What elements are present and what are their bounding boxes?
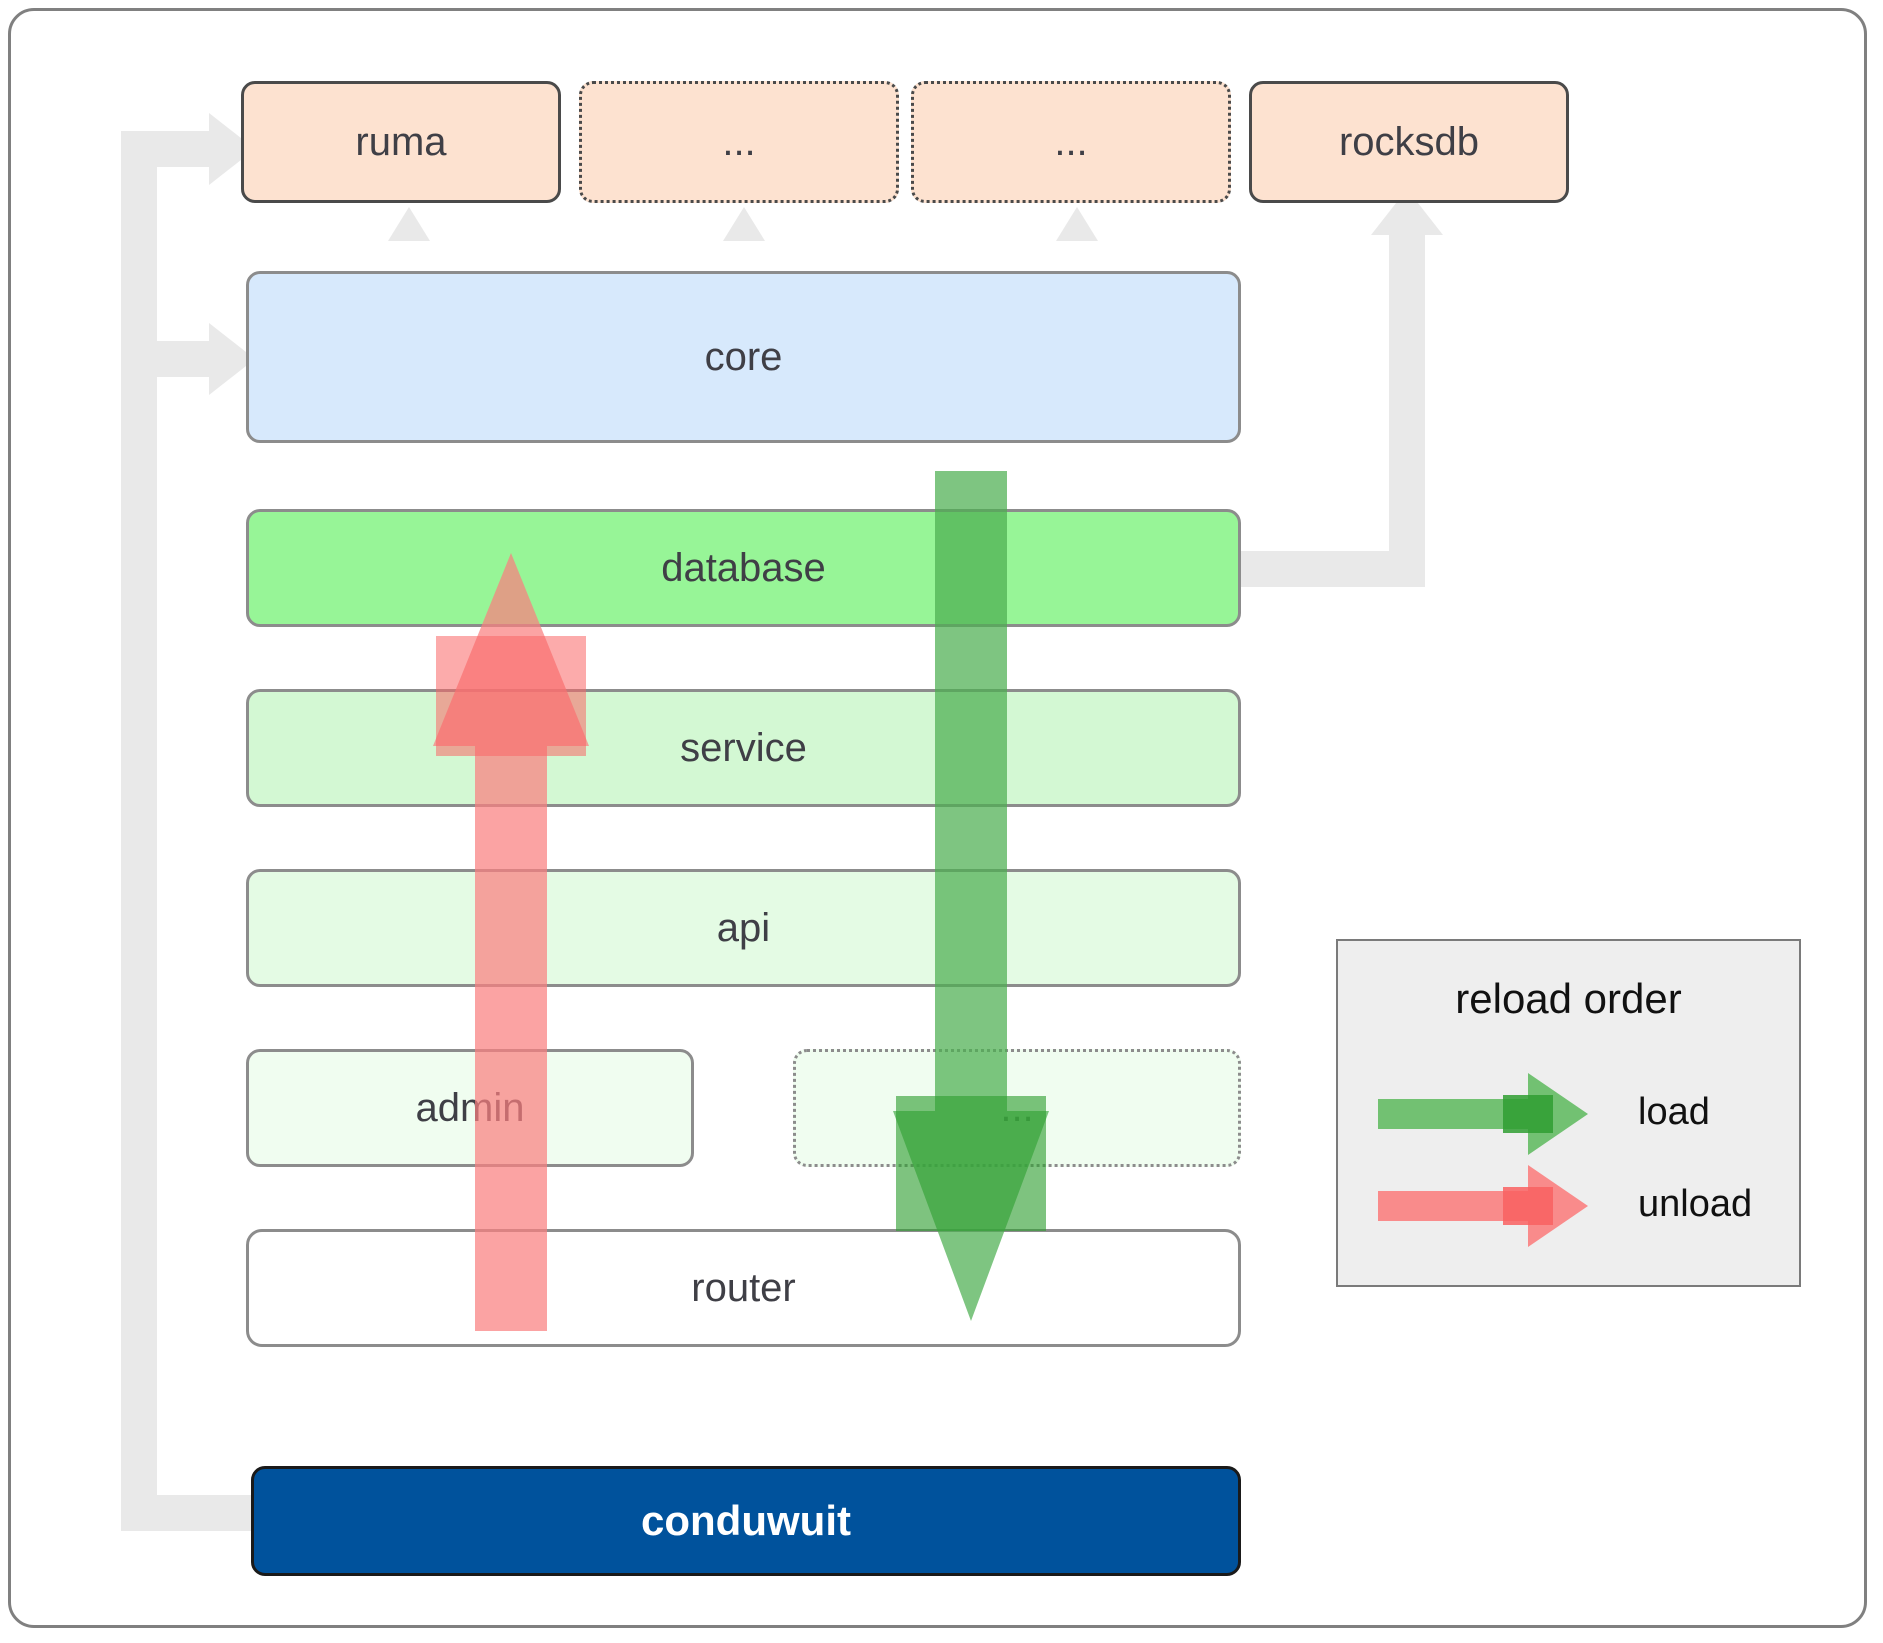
node-dep-ellipsis-1[interactable]: ... bbox=[579, 81, 899, 203]
node-split-ellipsis[interactable]: ... bbox=[793, 1049, 1241, 1167]
node-router[interactable]: router bbox=[246, 1229, 1241, 1347]
node-api-label: api bbox=[716, 905, 771, 950]
node-conduwuit-label: conduwuit bbox=[641, 1497, 851, 1544]
node-dep-ellipsis-2-label: ... bbox=[1054, 119, 1088, 164]
node-admin[interactable]: admin bbox=[246, 1049, 694, 1167]
connector-arrow-core-to-dep3 bbox=[1056, 207, 1098, 241]
legend-unload-arrow-icon bbox=[1378, 1165, 1588, 1247]
node-core[interactable]: core bbox=[246, 271, 1241, 443]
node-rocksdb[interactable]: rocksdb bbox=[1249, 81, 1569, 203]
legend-title: reload order bbox=[1455, 975, 1682, 1022]
connector-left-branch-ruma bbox=[121, 131, 226, 167]
legend-unload-label: unload bbox=[1638, 1183, 1753, 1225]
connector-left-bottom-stub bbox=[121, 1495, 256, 1531]
node-ruma[interactable]: ruma bbox=[241, 81, 561, 203]
connector-arrow-core-to-dep2 bbox=[723, 207, 765, 241]
connector-left-branch-core bbox=[121, 341, 226, 377]
legend-load-label: load bbox=[1638, 1091, 1710, 1133]
legend-panel: reload order load unload bbox=[1336, 939, 1801, 1287]
node-admin-label: admin bbox=[415, 1085, 525, 1130]
legend-load-arrow-icon bbox=[1378, 1073, 1588, 1155]
connector-right-vertical bbox=[1389, 233, 1425, 587]
node-rocksdb-label: rocksdb bbox=[1338, 119, 1480, 164]
node-service[interactable]: service bbox=[246, 689, 1241, 807]
diagram-canvas: ruma ... ... rocksdb core database servi… bbox=[8, 8, 1867, 1628]
node-ruma-label: ruma bbox=[355, 119, 447, 164]
node-router-label: router bbox=[691, 1265, 796, 1310]
node-conduwuit[interactable]: conduwuit bbox=[251, 1466, 1241, 1576]
node-database-label: database bbox=[661, 545, 826, 590]
node-database[interactable]: database bbox=[246, 509, 1241, 627]
node-split-ellipsis-label: ... bbox=[1000, 1085, 1034, 1130]
connector-arrow-core-to-ruma bbox=[388, 207, 430, 241]
connector-right-horizontal bbox=[1221, 551, 1415, 587]
node-dep-ellipsis-2[interactable]: ... bbox=[911, 81, 1231, 203]
node-dep-ellipsis-1-label: ... bbox=[722, 119, 756, 164]
node-core-label: core bbox=[704, 334, 783, 379]
node-api[interactable]: api bbox=[246, 869, 1241, 987]
node-service-label: service bbox=[680, 725, 807, 770]
